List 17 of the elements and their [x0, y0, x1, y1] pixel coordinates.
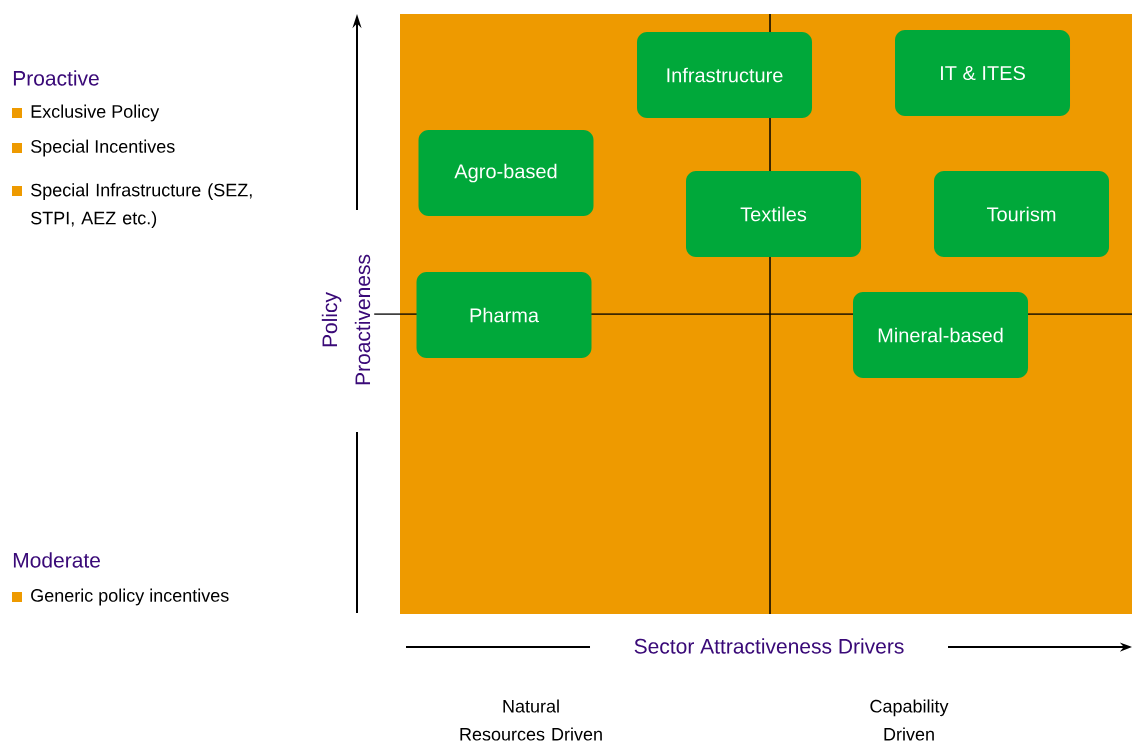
- bullet-text: Generic policy incentives: [31, 588, 229, 606]
- axis-end-label: Natural Resources Driven: [460, 699, 602, 741]
- axis-title: Policy Proactiveness: [317, 241, 375, 399]
- bullet-text: Special Infrastructure (SEZ, STPI, AEZ etc.): [31, 183, 252, 228]
- axis-end-label: Capability Driven: [870, 699, 949, 741]
- sector-box: Tourism: [934, 171, 1109, 257]
- bullet-text: Exclusive Policy: [31, 104, 160, 122]
- sector-box: Agro-based: [418, 130, 594, 216]
- heading-text: Moderate: [13, 552, 100, 568]
- sector-box: IT & ITES: [895, 30, 1070, 116]
- sector-box: Pharma: [416, 272, 592, 358]
- bullet-text: Special Incentives: [31, 139, 175, 157]
- heading-text: Proactive: [13, 70, 99, 86]
- axis-title: Sector Attractiveness Drivers: [629, 634, 909, 658]
- sector-box: Infrastructure: [637, 32, 812, 118]
- sector-box: Mineral-based: [853, 292, 1028, 378]
- sector-box: Textiles: [686, 171, 861, 257]
